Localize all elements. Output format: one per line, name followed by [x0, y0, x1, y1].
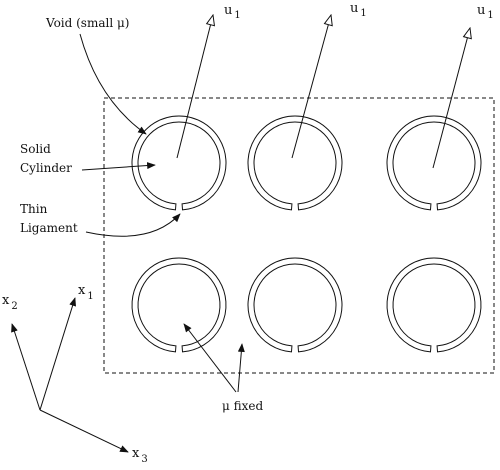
cylinder-ring-2	[247, 115, 343, 211]
mu-fixed-label: μ fixed	[222, 399, 263, 413]
solid-cylinder-leader-arrow	[81, 162, 156, 171]
thin-ligament-label-line2: Ligament	[20, 221, 78, 235]
axis-x2-arrow	[11, 323, 41, 411]
cylinder-array	[131, 115, 482, 353]
displacement-arrow-u1-middle	[291, 15, 331, 159]
axis-x3-arrow	[39, 409, 129, 453]
mu-fixed-arrow-to-cell	[237, 343, 245, 393]
cylinder-ring-3	[386, 115, 482, 211]
cylinder-ring-6	[386, 257, 482, 353]
mu-fixed-arrow-to-cylinder	[183, 323, 237, 393]
cylinder-ring-1	[131, 115, 227, 211]
thin-ligament-label-line1: Thin	[20, 202, 48, 216]
thin-ligament-leader-arrow	[85, 213, 181, 237]
displacement-arrow-u1-left	[176, 15, 213, 159]
void-label: Void (small μ)	[45, 16, 129, 30]
cylinder-ring-4	[131, 257, 227, 353]
unit-cell-boundary	[103, 97, 495, 374]
solid-cylinder-label-line2: Cylinder	[20, 161, 72, 175]
displacement-arrow-u1-right	[432, 28, 470, 169]
solid-cylinder-label-line1: Solid	[20, 142, 51, 156]
cylinder-ring-5	[247, 257, 343, 353]
void-leader-arrow	[79, 33, 147, 135]
axis-x1-arrow	[39, 297, 76, 411]
